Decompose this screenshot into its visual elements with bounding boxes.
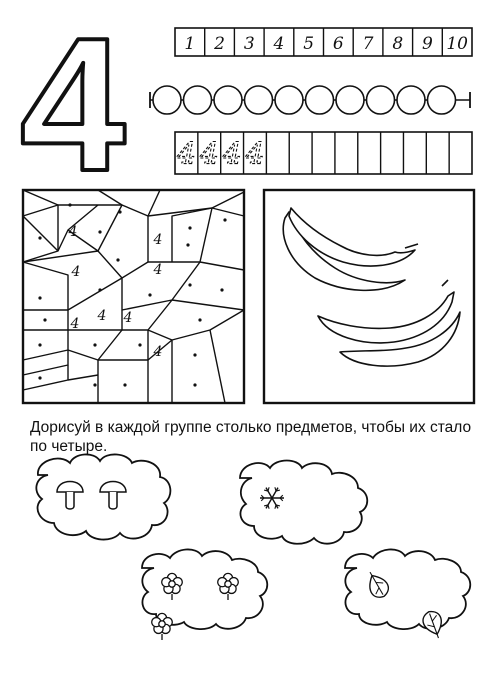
- number-cell-10: 10: [446, 34, 468, 54]
- mosaic-dot: [138, 343, 142, 347]
- snowflake-icon: [260, 487, 284, 509]
- banana-icon: [317, 279, 461, 367]
- bead: [213, 85, 243, 115]
- number-cell-1: 1: [184, 34, 195, 54]
- mosaic-digit: 4: [71, 264, 81, 280]
- bead: [426, 85, 457, 115]
- mosaic-dot: [188, 226, 192, 230]
- number-cell-4: 4: [273, 34, 285, 54]
- mosaic-dot: [93, 343, 97, 347]
- mosaic-dot: [38, 296, 42, 300]
- clouds-area: [35, 453, 472, 640]
- banana-icon: [282, 207, 419, 292]
- traced-digit: 4: [244, 137, 264, 172]
- mosaic-dot: [220, 288, 224, 292]
- mosaic-dot: [68, 203, 72, 207]
- leaf-icon: [369, 571, 390, 598]
- bead: [152, 85, 182, 115]
- mosaic-dot: [98, 230, 102, 234]
- mosaic-digit: 4: [153, 232, 163, 248]
- number-cell-7: 7: [363, 34, 374, 54]
- traced-digit: 4: [199, 137, 219, 172]
- mosaic-digit: 4: [153, 262, 163, 278]
- mosaic-digit: 4: [68, 224, 78, 240]
- cloud-outline: [141, 548, 269, 630]
- bead: [274, 85, 304, 115]
- number-cell-8: 8: [392, 34, 403, 54]
- mosaic-dot: [188, 283, 192, 287]
- leaf-icon: [422, 610, 442, 639]
- mosaic-dot: [198, 318, 202, 322]
- bead: [243, 85, 274, 115]
- mosaic-dot: [123, 383, 127, 387]
- mosaic-digit: 4: [97, 308, 107, 324]
- bead: [335, 85, 365, 115]
- mosaic-dot: [223, 218, 227, 222]
- cloud-outline: [35, 453, 172, 541]
- mosaic-dot: [193, 353, 197, 357]
- cloud-outline: [239, 459, 369, 545]
- mushroom-icon: [99, 480, 127, 510]
- bead: [365, 85, 396, 115]
- number-cell-2: 2: [213, 34, 225, 54]
- traced-digit: 4: [176, 137, 196, 172]
- mosaic-dot: [98, 288, 102, 292]
- mosaic-dot: [116, 258, 120, 262]
- number-cell-3: 3: [244, 34, 255, 54]
- bead: [304, 85, 335, 115]
- flower-icon: [217, 572, 239, 600]
- number-cell-5: 5: [303, 34, 314, 54]
- cloud-outline: [344, 548, 472, 630]
- banana-picture: [262, 188, 476, 405]
- bead: [396, 85, 426, 115]
- mosaic-dot: [118, 210, 122, 214]
- instruction-text: Дорисуй в каждой группе столько предмето…: [30, 419, 472, 455]
- flower-icon: [151, 612, 173, 640]
- mosaic-dot: [93, 383, 97, 387]
- mosaic-dot: [38, 376, 42, 380]
- number-cell-6: 6: [333, 34, 344, 54]
- big-digit-four: 4: [18, 0, 128, 213]
- flower-icon: [161, 572, 183, 600]
- mosaic-dot: [38, 343, 42, 347]
- traced-digit: 4: [222, 137, 242, 172]
- mosaic-dot: [148, 293, 152, 297]
- mosaic-digit: 4: [123, 310, 133, 326]
- mosaic-dot: [186, 243, 190, 247]
- big-digit-text: 4: [20, 0, 126, 211]
- mosaic-digit: 4: [153, 344, 163, 360]
- mosaic-dot: [193, 383, 197, 387]
- number-cell-9: 9: [422, 34, 433, 54]
- mushroom-icon: [56, 480, 84, 510]
- mosaic-dot: [38, 236, 42, 240]
- mosaic-dot: [43, 318, 47, 322]
- mosaic-digit: 4: [70, 316, 80, 332]
- bead-counter: [149, 85, 471, 115]
- bead: [182, 85, 213, 115]
